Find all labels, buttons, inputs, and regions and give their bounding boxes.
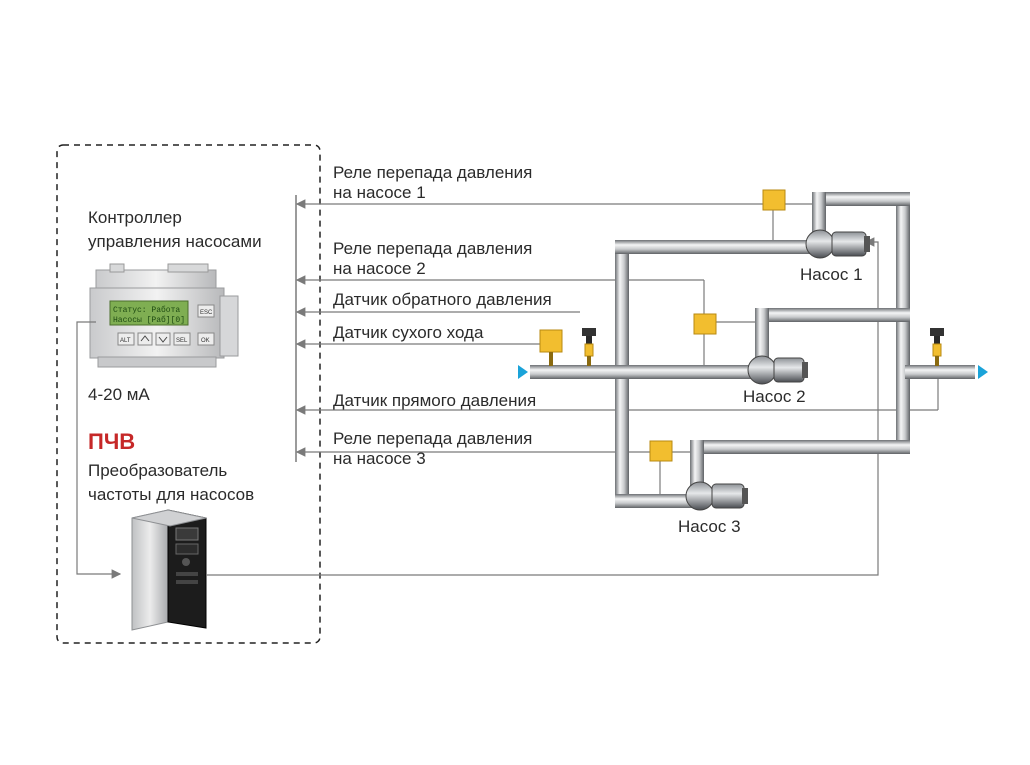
signal-label-3: Датчик обратного давления	[333, 290, 552, 309]
pump-1	[805, 229, 870, 259]
pump-3-label: Насос 3	[678, 517, 741, 536]
down-key[interactable]	[155, 332, 171, 346]
signal-label-1a: Реле перепада давления	[333, 163, 532, 182]
signal-label-1b: на насосе 1	[333, 183, 426, 202]
vfd-title-line2: частоты для насосов	[88, 485, 254, 504]
vfd-brand-logo: ПЧВ	[88, 429, 135, 454]
frequency-converter-device	[131, 509, 207, 631]
pump-1-label: Насос 1	[800, 265, 863, 284]
lcd-line2: Насосы [Раб][0]	[113, 316, 185, 325]
chevron-up-icon	[140, 335, 150, 342]
controller-title-line2: управления насосами	[88, 232, 262, 251]
controller-title-line1: Контроллер	[88, 208, 182, 227]
controller-device: Статус: Работа Насосы [Раб][0] ALT SEL E…	[89, 263, 239, 368]
signal-label-5: Датчик прямого давления	[333, 391, 536, 410]
forward-pressure-sensor	[930, 328, 944, 366]
up-key[interactable]	[137, 332, 153, 346]
esc-key[interactable]	[197, 304, 215, 318]
relay-pump3	[649, 440, 673, 462]
lcd-line1: Статус: Работа	[113, 306, 180, 315]
ok-key-label: OK	[201, 338, 210, 344]
outlet-flow-arrow	[978, 365, 988, 379]
signal-label-2b: на насосе 2	[333, 259, 426, 278]
relay-pump1	[762, 189, 786, 211]
wire-vfd-to-pump1	[206, 237, 879, 576]
pump-2-label: Насос 2	[743, 387, 806, 406]
sel-key-label: SEL	[176, 338, 188, 344]
signal-label-6a: Реле перепада давления	[333, 429, 532, 448]
esc-key-label: ESC	[200, 310, 213, 316]
signal-label-6b: на насосе 3	[333, 449, 426, 468]
pump-3	[685, 481, 748, 511]
signal-label-2a: Реле перепада давления	[333, 239, 532, 258]
ok-key[interactable]	[197, 332, 215, 346]
signal-label-4: Датчик сухого хода	[333, 323, 484, 342]
controller-lcd	[109, 300, 189, 326]
dry-run-sensor	[539, 329, 563, 366]
vfd-title-line1: Преобразователь	[88, 461, 227, 480]
alt-key-label: ALT	[120, 338, 131, 344]
pump-2	[747, 355, 808, 385]
control-cabinet-outline	[56, 144, 321, 644]
wire-controller-to-vfd	[76, 321, 122, 579]
alt-key[interactable]	[117, 332, 135, 346]
current-signal-label: 4-20 мА	[88, 385, 150, 404]
inlet-flow-arrow	[518, 365, 528, 379]
sel-key[interactable]	[173, 332, 191, 346]
return-pressure-sensor	[582, 328, 596, 366]
chevron-down-icon	[158, 336, 168, 343]
relay-pump2	[693, 313, 717, 335]
pipe-network	[530, 192, 975, 508]
